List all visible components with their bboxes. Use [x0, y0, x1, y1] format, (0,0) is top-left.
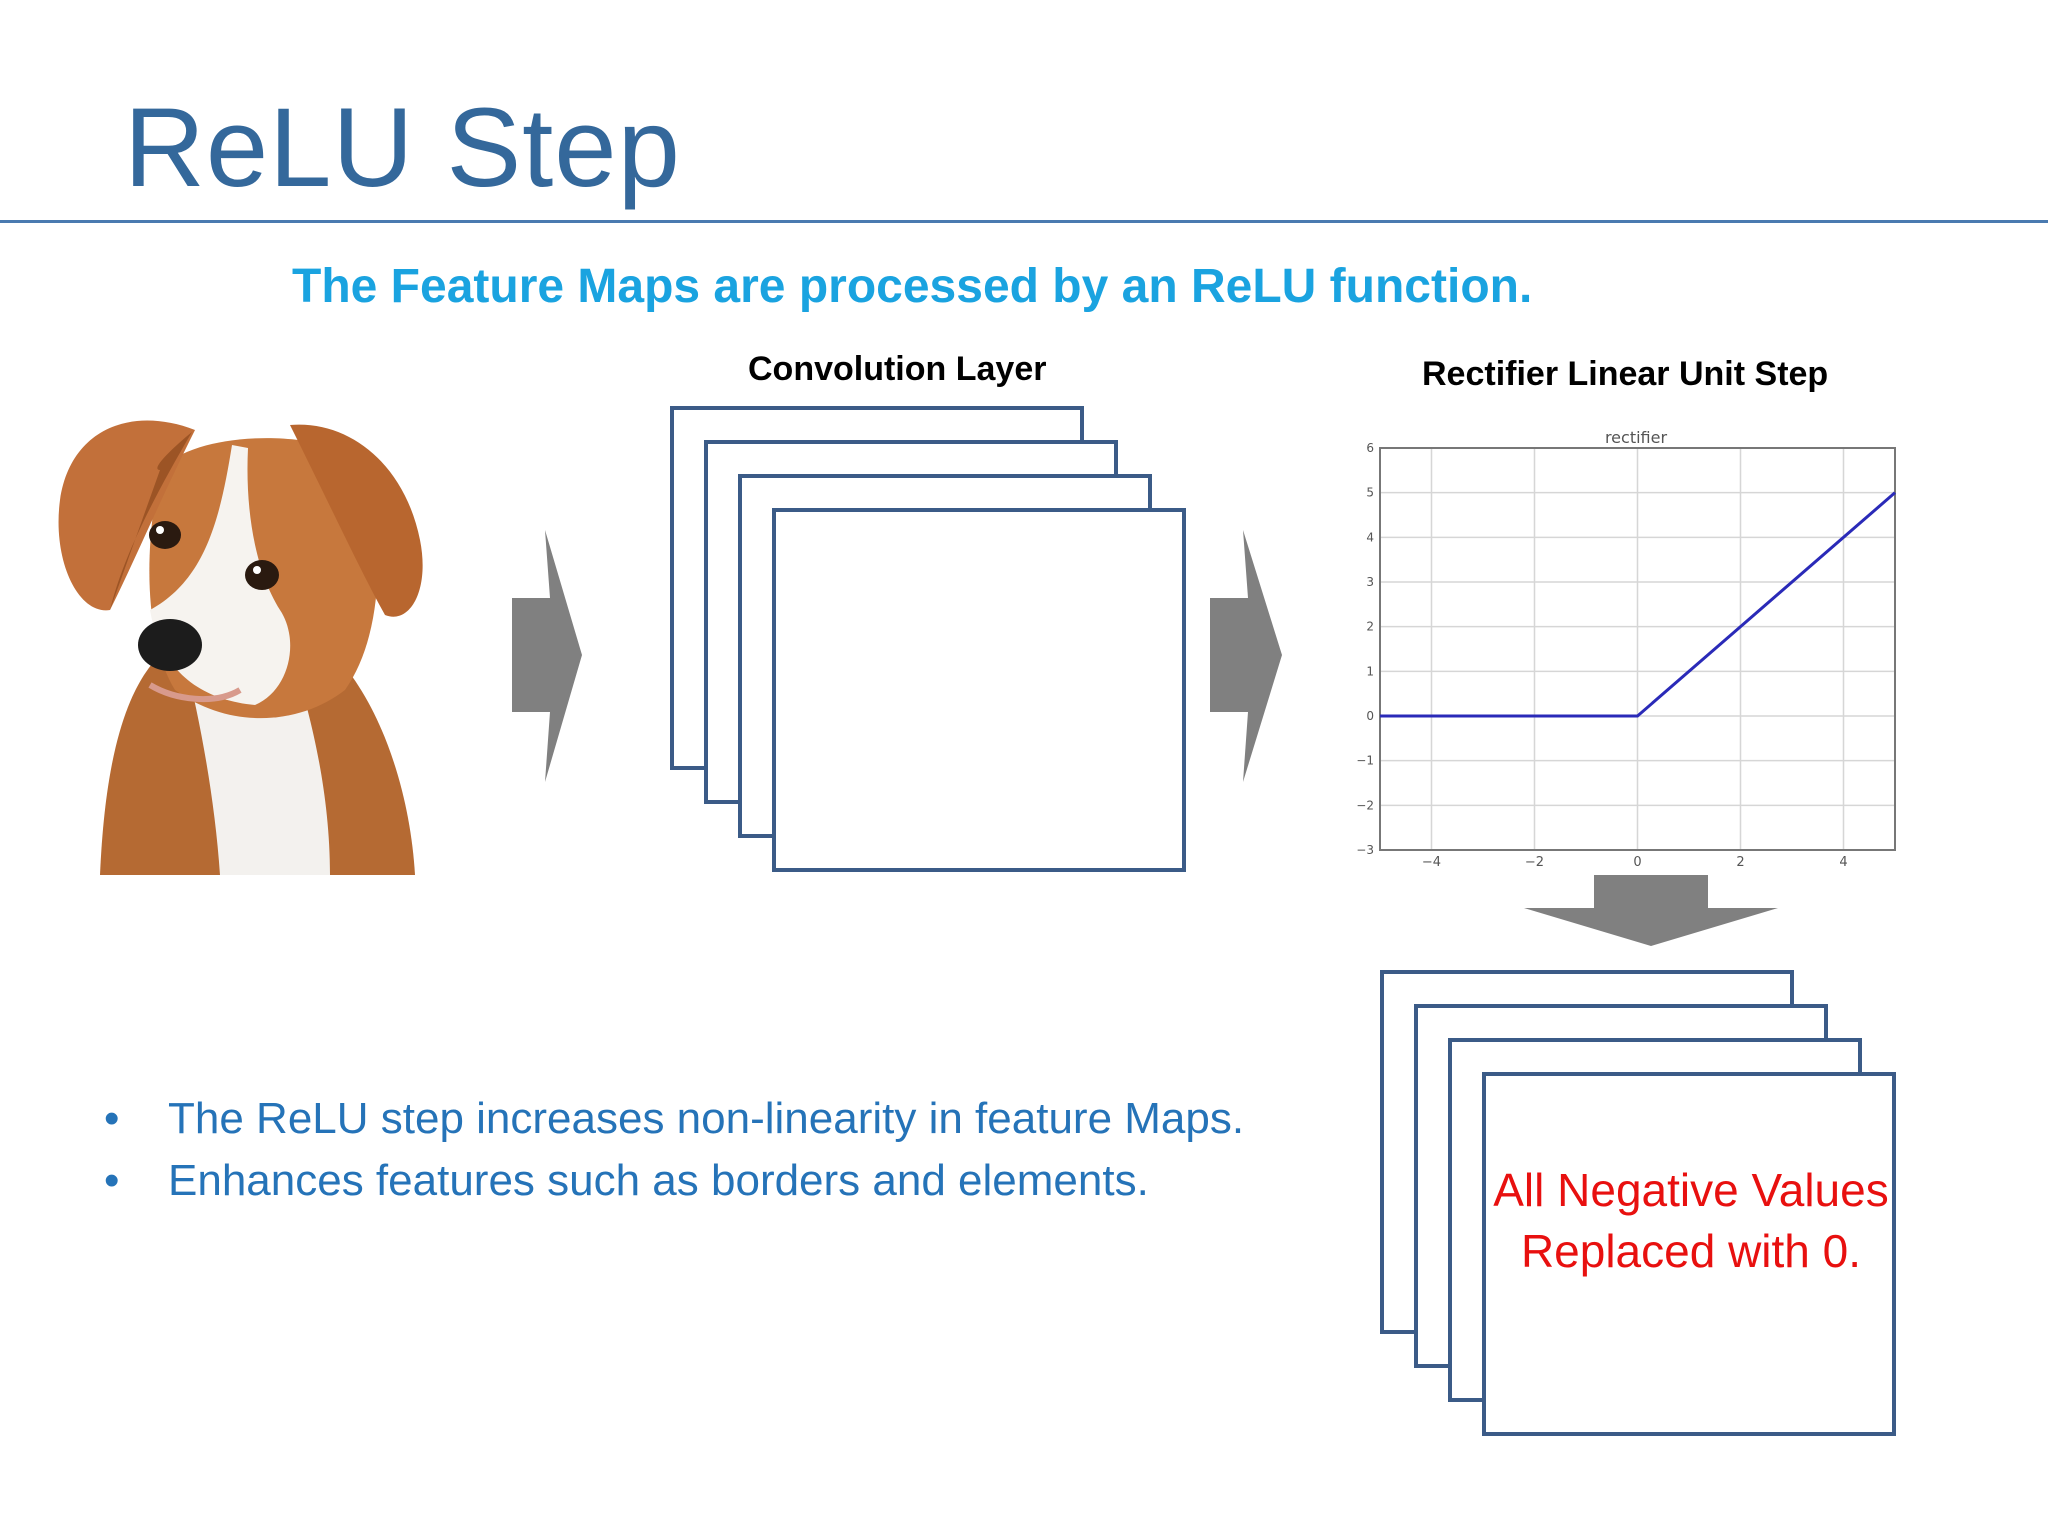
y-tick-label: −1 — [1356, 754, 1374, 768]
bullet-item: The ReLU step increases non-linearity in… — [100, 1088, 1244, 1150]
y-tick-label: 3 — [1366, 575, 1374, 589]
slide-subtitle: The Feature Maps are processed by an ReL… — [292, 260, 1533, 313]
arrow-right-icon — [512, 530, 582, 782]
chart-title: rectifier — [1605, 428, 1668, 447]
title-divider — [0, 220, 2048, 223]
y-tick-label: 1 — [1366, 664, 1374, 678]
y-tick-label: 6 — [1366, 441, 1374, 455]
y-tick-label: −2 — [1356, 798, 1374, 812]
convolution-feature-maps — [670, 406, 1186, 872]
x-tick-label: 2 — [1736, 855, 1744, 870]
relu-series-line — [1380, 491, 1896, 718]
x-tick-label: 4 — [1839, 855, 1847, 870]
feature-map-frame — [772, 508, 1186, 872]
x-tick-label: −4 — [1422, 855, 1441, 870]
relu-chart: rectifier −4 −2 0 2 4 −3 −2 −1 0 1 2 3 4 5 6 — [1356, 428, 1896, 870]
plot-frame — [1379, 447, 1896, 851]
bullet-item: Enhances features such as borders and el… — [100, 1150, 1244, 1212]
y-tick-label: −3 — [1356, 843, 1374, 857]
x-tick-label: 0 — [1633, 855, 1641, 870]
relu-step-caption: Rectifier Linear Unit Step — [1422, 355, 1829, 393]
y-tick-label: 5 — [1366, 486, 1374, 500]
y-tick-label: 4 — [1366, 530, 1374, 544]
y-tick-label: 2 — [1366, 620, 1374, 634]
arrow-down-icon — [1524, 875, 1778, 946]
rectified-map-frame — [1482, 1072, 1896, 1436]
y-tick-label: 0 — [1366, 709, 1374, 723]
slide-title: ReLU Step — [124, 85, 681, 210]
output-description: All Negative Values Replaced with 0. — [1493, 1164, 1889, 1277]
arrow-right-icon — [1210, 530, 1282, 782]
rectified-feature-maps — [1380, 970, 1896, 1436]
bullet-list: The ReLU step increases non-linearity in… — [100, 1088, 1244, 1212]
x-tick-label: −2 — [1525, 855, 1544, 870]
convolution-layer-caption: Convolution Layer — [748, 350, 1047, 388]
dog-photo — [58, 420, 423, 875]
